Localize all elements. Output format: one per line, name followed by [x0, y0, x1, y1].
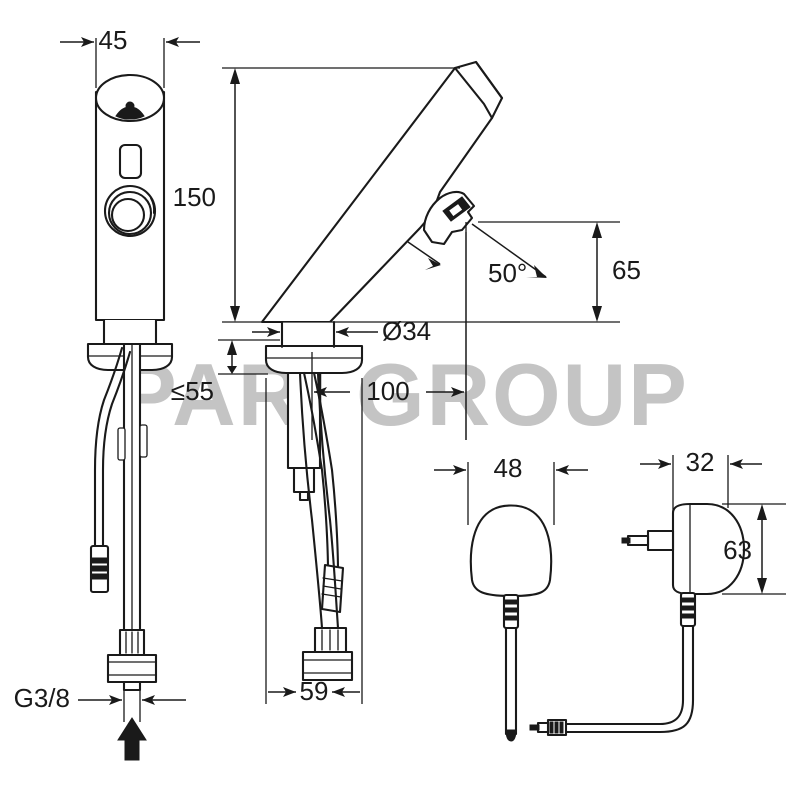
psu-plug-prong: [626, 534, 650, 547]
dim-label-55: ≤55: [171, 376, 214, 406]
cable-side-outer: [302, 371, 330, 574]
aerator-center-dot: [125, 101, 135, 111]
dimension-diameter-34: Ø34: [252, 316, 431, 348]
sensor-lens-window: [447, 201, 465, 219]
dim-label-63: 63: [723, 535, 752, 565]
cable-front-inner: [101, 350, 132, 550]
hose-side-right: [316, 371, 340, 630]
spout-tip-edge: [474, 60, 504, 100]
tube-clip-right: [139, 424, 148, 458]
thread-stub-front: [122, 680, 142, 692]
sensor-window-front: [118, 143, 143, 180]
dim-label-g38: G3/8: [14, 683, 70, 713]
tube-clip-left: [117, 427, 126, 461]
psu-plug-base: [646, 529, 675, 552]
cable-connector-ribs: [91, 557, 108, 580]
cable-front-outer: [93, 346, 124, 550]
battery-box-outline: [469, 504, 553, 598]
dim-label-65: 65: [612, 255, 641, 285]
flow-direction-arrow: [117, 717, 147, 761]
hose-side-left: [298, 371, 324, 630]
side-view-tap: [260, 60, 504, 682]
psu-plug-prong-tip: [621, 537, 631, 544]
ferrule-ribs-side: [321, 629, 339, 651]
union-nut-facets-side: [302, 659, 353, 674]
dimension-depth-59: 59: [265, 378, 363, 706]
dim-label-59: 59: [300, 676, 329, 706]
dim-label-45: 45: [99, 25, 128, 55]
watermark-label: PARI GROUP: [118, 345, 689, 444]
tap-body-side-outline: [260, 60, 504, 324]
psu-barrel-ribs: [549, 721, 564, 734]
dim-label-100: 100: [366, 376, 409, 406]
control-knob: [110, 197, 146, 233]
shank-side: [280, 320, 336, 348]
dimension-reach-65: 65: [478, 221, 641, 323]
dimension-box-48: 48: [434, 453, 588, 525]
dimension-thread-g38: G3/8: [14, 682, 186, 761]
valve-outlet-side: [292, 466, 316, 494]
control-ring-mid: [107, 190, 153, 236]
aerator-glyph: [115, 106, 145, 120]
psu-barrel-pin: [529, 724, 540, 731]
dim-label-50deg: 50°: [488, 258, 527, 288]
psu-cable-outer: [560, 624, 685, 726]
dim-label-32: 32: [686, 447, 715, 477]
dim-label-d34: Ø34: [382, 316, 431, 346]
connector-ribs-side: [321, 577, 343, 598]
ferrule-ribs-front: [125, 631, 139, 654]
front-view-tap: [86, 73, 174, 692]
union-nut-facets-front: [107, 661, 157, 676]
dimension-deck-55: ≤55: [171, 339, 280, 406]
valve-tip-side: [298, 490, 310, 502]
dimension-angle-50: 50°: [407, 222, 547, 440]
battery-box-view: [469, 504, 553, 742]
psu-cable-inner: [560, 624, 695, 734]
union-nut-front: [106, 653, 158, 684]
mounting-flange-side: [264, 344, 364, 375]
spout-tip-face: [453, 66, 494, 120]
box-strain-relief-ribs: [504, 599, 518, 621]
power-supply-view: [529, 502, 746, 737]
dimension-psu-63: 63: [722, 503, 786, 595]
watermark: PARI GROUP: [118, 345, 689, 444]
dim-label-150: 150: [173, 182, 216, 212]
tap-top-ellipse: [94, 73, 166, 123]
box-cable-end-tip: [505, 729, 517, 742]
psu-strain-relief-ribs: [681, 597, 695, 619]
dimension-height-150: 150: [173, 67, 520, 323]
dim-label-48: 48: [494, 453, 523, 483]
control-ring-highlight: [149, 196, 156, 215]
shank-front: [102, 318, 158, 346]
valve-housing-side: [286, 371, 322, 470]
dimension-width-45: 45: [60, 25, 200, 88]
dimension-psu-32: 32: [640, 447, 762, 512]
